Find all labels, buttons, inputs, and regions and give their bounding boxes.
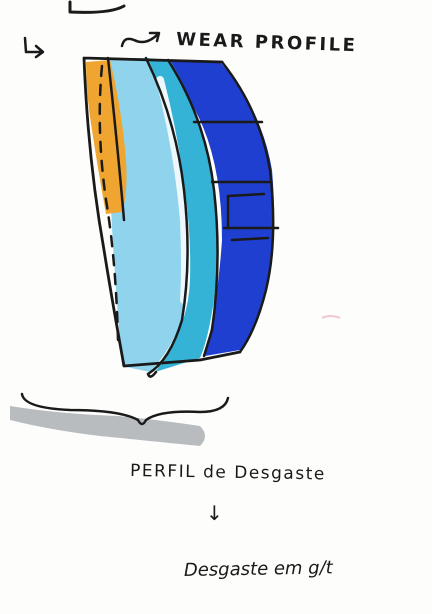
- title-pointer-arrow-icon: [122, 33, 159, 46]
- left-hook-arrow-icon: [25, 38, 43, 57]
- title-wear-profile: WEAR PROFILE: [176, 29, 358, 56]
- arrow-down-icon: ↓: [206, 501, 223, 525]
- caption-perfil: PERFIL de Desgaste: [130, 461, 326, 484]
- faint-stain: [322, 316, 340, 318]
- top-box-corner: [70, 2, 124, 12]
- caption-desgaste: Desgaste em g/t: [184, 557, 334, 581]
